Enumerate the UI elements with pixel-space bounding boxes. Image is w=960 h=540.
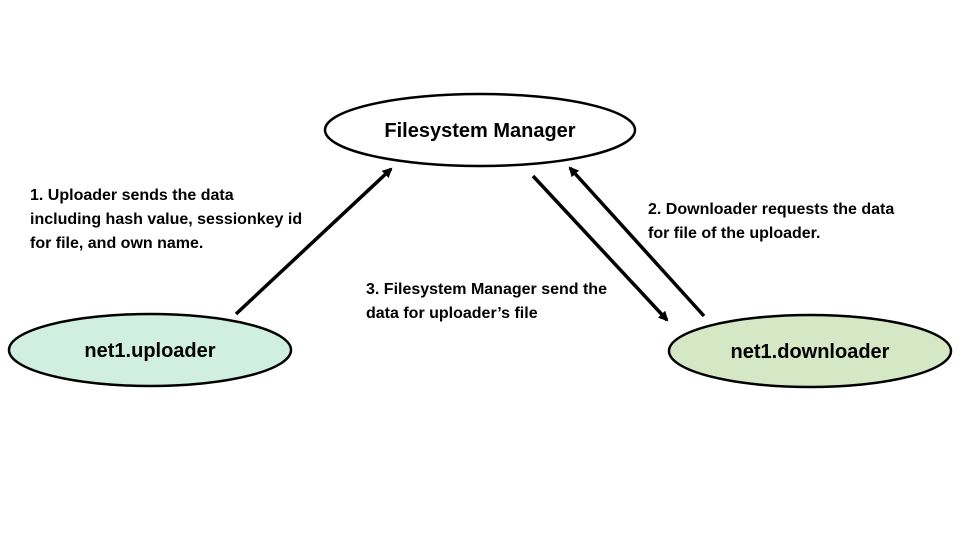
step-3-annotation: 3. Filesystem Manager send the data for … <box>366 281 607 322</box>
filesystem-manager-label: Filesystem Manager <box>384 120 575 142</box>
downloader-label: net1.downloader <box>731 341 890 363</box>
downloader-ellipse <box>667 313 953 389</box>
downloader-node[interactable]: net1.downloader <box>667 313 953 389</box>
arrow-manager-to-downloader <box>531 174 669 322</box>
arrow-downloader-to-manager <box>568 166 706 318</box>
step-2-annotation: 2. Downloader requests the data for file… <box>648 201 895 242</box>
uploader-ellipse <box>7 312 293 388</box>
filesystem-manager-ellipse <box>323 92 637 168</box>
step-1-annotation: 1. Uploader sends the data including has… <box>30 187 303 252</box>
arrow-uploader-to-manager <box>234 167 393 316</box>
uploader-node[interactable]: net1.uploader <box>7 312 293 388</box>
filesystem-manager-node[interactable]: Filesystem Manager <box>323 92 637 168</box>
uploader-label: net1.uploader <box>84 340 215 362</box>
